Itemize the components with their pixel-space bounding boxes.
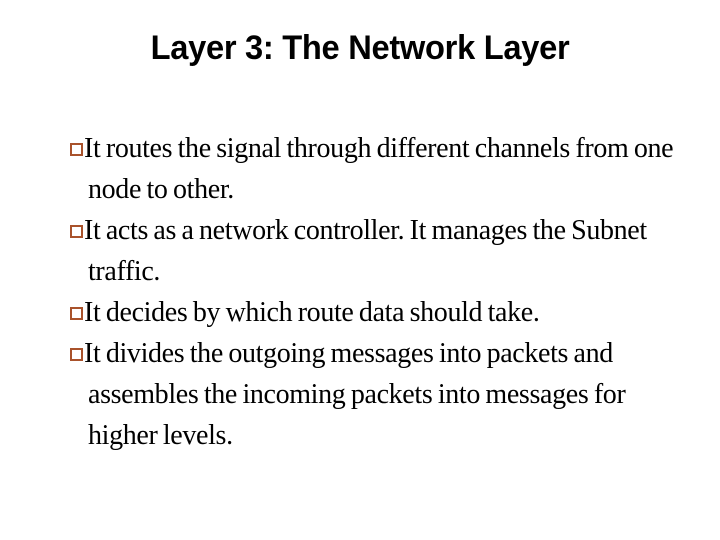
list-item-label: It routes the signal through different c…	[84, 133, 674, 205]
list-item: It decides by which route data should ta…	[70, 292, 680, 333]
bullet-list: It routes the signal through different c…	[70, 128, 680, 456]
list-item-label: It acts as a network controller. It mana…	[84, 215, 647, 287]
page-title: Layer 3: The Network Layer	[150, 29, 570, 67]
list-item: It divides the outgoing messages into pa…	[70, 333, 680, 456]
list-item: It routes the signal through different c…	[70, 128, 680, 210]
square-bullet-icon	[70, 307, 83, 320]
square-bullet-icon	[70, 225, 83, 238]
list-item-label: It decides by which route data should ta…	[84, 297, 540, 328]
square-bullet-icon	[70, 143, 83, 156]
list-item-label: It divides the outgoing messages into pa…	[84, 338, 626, 451]
square-bullet-icon	[70, 348, 83, 361]
list-item: It acts as a network controller. It mana…	[70, 210, 680, 292]
